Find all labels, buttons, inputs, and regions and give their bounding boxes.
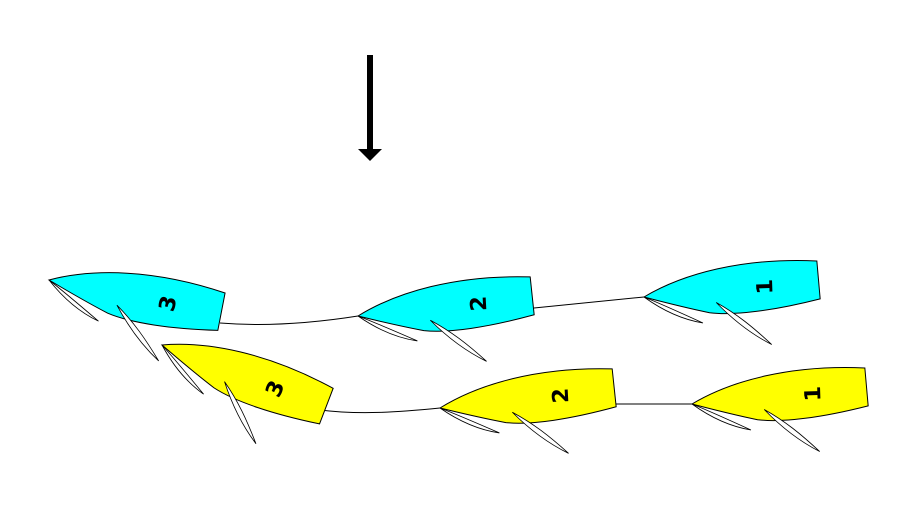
boat-number: 2	[549, 387, 575, 404]
boat-number: 1	[801, 386, 827, 402]
hull	[642, 260, 821, 315]
jib-sail	[643, 296, 704, 324]
boat-cyan-1: 1	[642, 260, 821, 345]
main-sail	[116, 304, 160, 362]
jib-sail	[48, 279, 99, 322]
wind-arrow-icon	[358, 55, 382, 161]
main-sail	[430, 319, 487, 362]
jib-sail	[691, 403, 752, 431]
boat-yellow-1: 1	[690, 367, 869, 452]
hull	[438, 368, 617, 424]
jib-sail	[161, 344, 204, 395]
tow-line-cyan-3-2	[219, 315, 359, 325]
hull	[356, 276, 535, 332]
main-sail	[763, 409, 821, 452]
jib-sail	[357, 315, 418, 342]
boat-cyan-2: 2	[356, 276, 535, 362]
boat-number: 3	[155, 293, 183, 314]
jib-sail	[439, 407, 500, 434]
boat-yellow-3: 3	[160, 343, 334, 444]
boat-number: 2	[467, 295, 493, 312]
hull	[47, 272, 226, 331]
tow-line-cyan-2-1	[533, 296, 645, 309]
main-sail	[224, 381, 257, 444]
hull	[690, 367, 869, 422]
boat-yellow-2: 2	[438, 368, 617, 454]
main-sail	[512, 411, 569, 454]
main-sail	[715, 302, 773, 345]
tow-lines	[219, 296, 692, 414]
boat-cyan-3: 3	[47, 272, 226, 362]
boat-number: 1	[753, 279, 779, 295]
hull	[160, 343, 334, 425]
tow-line-yellow-3-2	[319, 407, 441, 414]
